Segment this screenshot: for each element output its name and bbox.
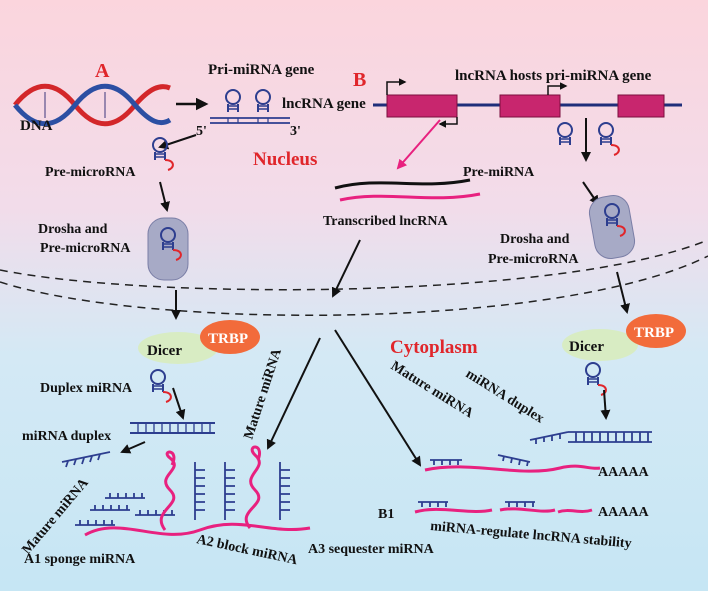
lncrna-fragment-3	[557, 508, 593, 514]
lncrna-loops	[159, 445, 261, 531]
mirna-strand-diag	[529, 431, 569, 444]
drosha-left-label-2: Pre-microRNA	[40, 241, 131, 256]
a1-label: A1 sponge miRNA	[24, 552, 136, 567]
lncrna-strand-black	[334, 178, 471, 190]
panel-label-a: A	[95, 60, 110, 82]
pre-mirna-label: Pre-miRNA	[463, 165, 535, 180]
trbp-right-shape	[626, 314, 686, 348]
arrow-duplex	[172, 387, 186, 420]
pre-microrna-hairpin	[152, 137, 174, 171]
duplex-mirna-label: Duplex miRNA	[40, 381, 133, 396]
pre-mirna-hairpins-right	[557, 122, 620, 156]
dicer-left-label: Dicer	[147, 343, 182, 359]
lncrna-hosts-label: lncRNA hosts pri-miRNA gene	[455, 68, 652, 84]
exon-2	[499, 94, 561, 118]
dicer-right-label: Dicer	[569, 339, 604, 355]
nuclear-membrane-upper	[0, 239, 708, 291]
arrow-transcription	[396, 119, 441, 170]
arrow-duplex-to-mature	[120, 441, 146, 454]
bound-mirna-lower	[418, 501, 535, 507]
lncrna-gene-label: lncRNA gene	[282, 96, 366, 112]
duplex-hairpin-right	[585, 362, 607, 396]
arrow-duplex-right	[600, 389, 611, 420]
trbp-left-shape	[200, 320, 260, 354]
mirna-duplex-left	[130, 422, 215, 434]
lncrna-fragment-2	[499, 507, 556, 513]
arrow-drosha-to-dicer-right	[616, 271, 630, 314]
exon-1	[386, 94, 458, 118]
pri-mirna-gene-label: Pri-miRNA gene	[208, 62, 315, 78]
pri-mirna-structure	[210, 89, 290, 124]
drosha-right-label-2: Pre-microRNA	[488, 252, 579, 267]
panel-label-b1: B1	[378, 507, 394, 522]
cytoplasm-label: Cytoplasm	[390, 337, 478, 358]
lncrna-fragment-1	[414, 507, 493, 514]
mature-mirna-strands-left	[61, 451, 175, 526]
promoter-arrows	[386, 78, 568, 128]
dicer-left-shape	[138, 332, 218, 364]
block-mirna-strands	[194, 462, 290, 520]
a3-label: A3 sequester miRNA	[308, 542, 435, 557]
trbp-left-label: TRBP	[208, 331, 248, 347]
exon-3	[617, 94, 665, 118]
panel-label-b: B	[353, 69, 366, 91]
pre-microrna-label: Pre-microRNA	[45, 165, 136, 180]
polya-upper-label: AAAAA	[598, 465, 649, 480]
dna-label: DNA	[20, 118, 53, 134]
lncrna-bound-upper	[424, 464, 601, 473]
arrow-lncrna-export	[331, 239, 361, 298]
three-prime-label: 3'	[290, 124, 301, 139]
five-prime-label: 5'	[196, 124, 207, 139]
transcribed-lncrna-label: Transcribed lncRNA	[323, 214, 448, 229]
mirna-duplex-right	[568, 431, 652, 443]
polya-lower-label: AAAAA	[598, 505, 649, 520]
mirna-duplex-left-label: miRNA duplex	[22, 429, 111, 444]
duplex-mirna-hairpin	[150, 369, 172, 403]
arrow-to-a2	[266, 337, 321, 450]
nucleus-label: Nucleus	[253, 149, 317, 170]
nuclear-membrane-lower	[0, 255, 708, 316]
trbp-right-label: TRBP	[634, 325, 674, 341]
lncrna-strand-pink	[339, 192, 481, 202]
lncrna-sponge-strand	[84, 522, 311, 537]
dicer-right-shape	[562, 329, 638, 361]
drosha-right-label-1: Drosha and	[500, 232, 570, 247]
dna-helix-icon	[13, 83, 172, 127]
bound-mirna-upper	[430, 454, 531, 467]
drosha-complex-right	[588, 195, 636, 259]
drosha-complex-left	[147, 217, 189, 281]
arrow-pre-to-drosha	[159, 181, 170, 212]
drosha-left-label-1: Drosha and	[38, 222, 108, 237]
arrow-to-b1	[334, 329, 422, 467]
